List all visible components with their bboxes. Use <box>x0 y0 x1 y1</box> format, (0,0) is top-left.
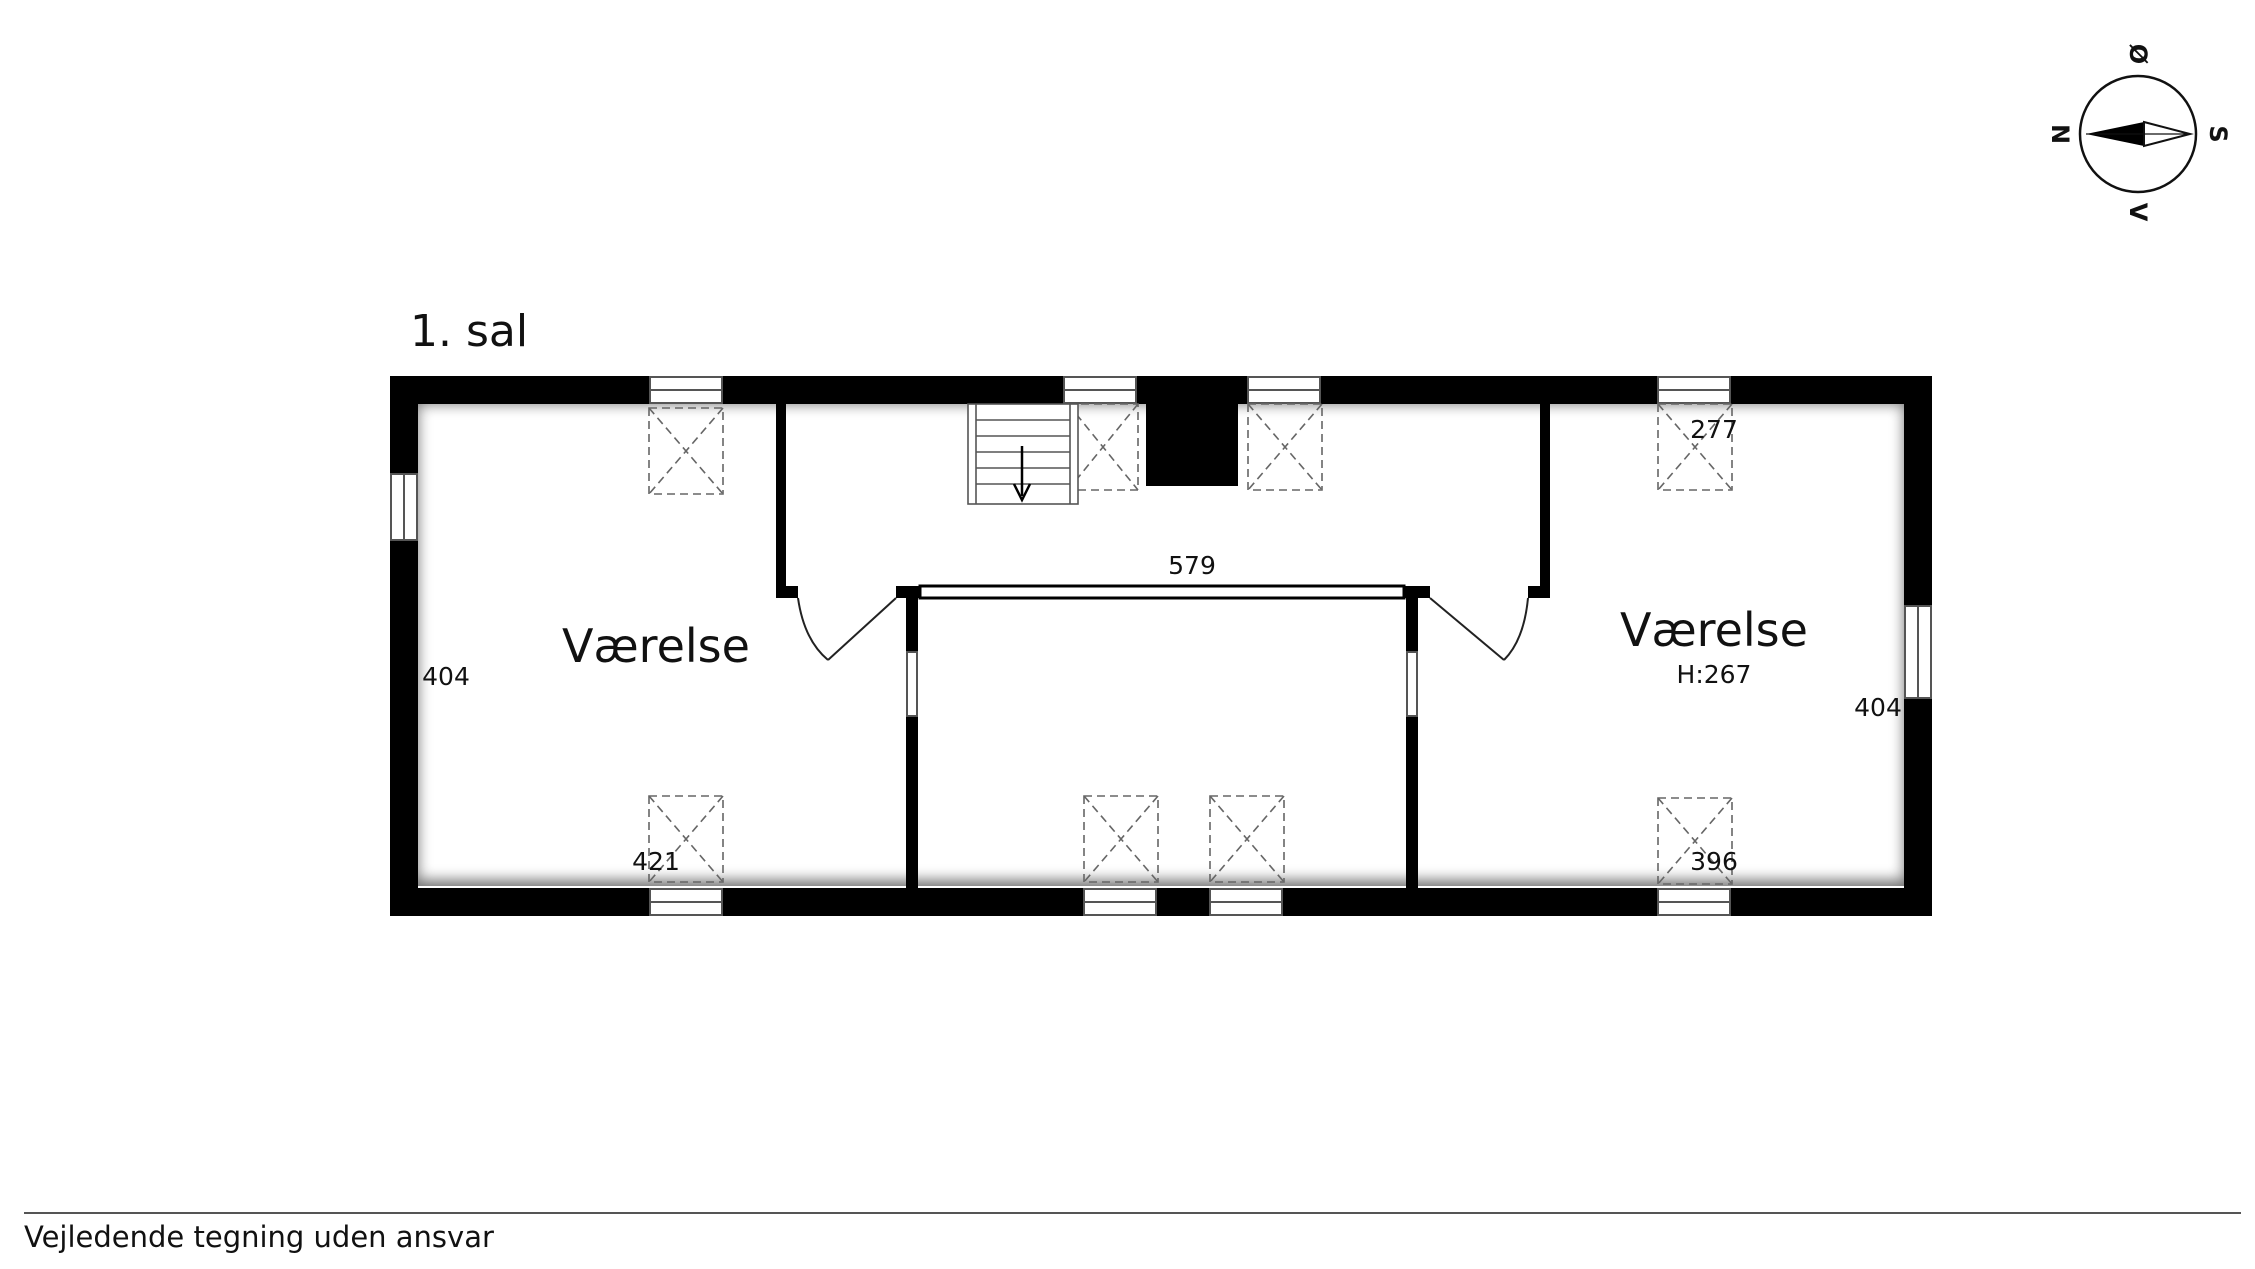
compass-east: Ø <box>2124 44 2152 64</box>
skylight <box>1067 403 1139 491</box>
dimension-left-height: 404 <box>422 662 470 691</box>
dimension-left-width: 421 <box>632 847 680 876</box>
skylight <box>1657 797 1733 885</box>
room-label-left: Værelse <box>562 619 750 673</box>
door-right <box>1429 597 1529 661</box>
door-left <box>797 597 897 661</box>
skylight <box>1083 795 1159 883</box>
dimension-right-depth: 277 <box>1690 415 1738 444</box>
interior-walls <box>776 404 1550 888</box>
skylight <box>1209 795 1285 883</box>
compass-north: N <box>2046 124 2074 144</box>
dimension-right-height: 404 <box>1854 693 1902 722</box>
skylight <box>648 407 724 495</box>
floor-label: 1. sal <box>410 306 528 357</box>
hall-railing <box>918 584 1406 600</box>
compass-south: S <box>2204 125 2232 142</box>
room-label-right: Værelse <box>1620 603 1808 657</box>
skylight <box>1247 403 1323 491</box>
room-height-label: H:267 <box>1677 660 1752 689</box>
compass-rose: N S Ø V <box>2046 44 2232 222</box>
skylights <box>648 403 1733 885</box>
chimney <box>1146 376 1238 486</box>
windows <box>390 376 1932 916</box>
disclaimer-note: Vejledende tegning uden ansvar <box>24 1220 494 1254</box>
interior-openings <box>906 651 1418 717</box>
stair-direction-arrow-icon <box>1012 446 1032 503</box>
skylight <box>648 795 724 883</box>
footer-divider <box>24 1212 2241 1214</box>
skylight <box>1657 403 1733 491</box>
dimension-hall-width: 579 <box>1168 551 1216 580</box>
dimension-right-width: 396 <box>1690 847 1738 876</box>
compass-west: V <box>2124 203 2152 222</box>
